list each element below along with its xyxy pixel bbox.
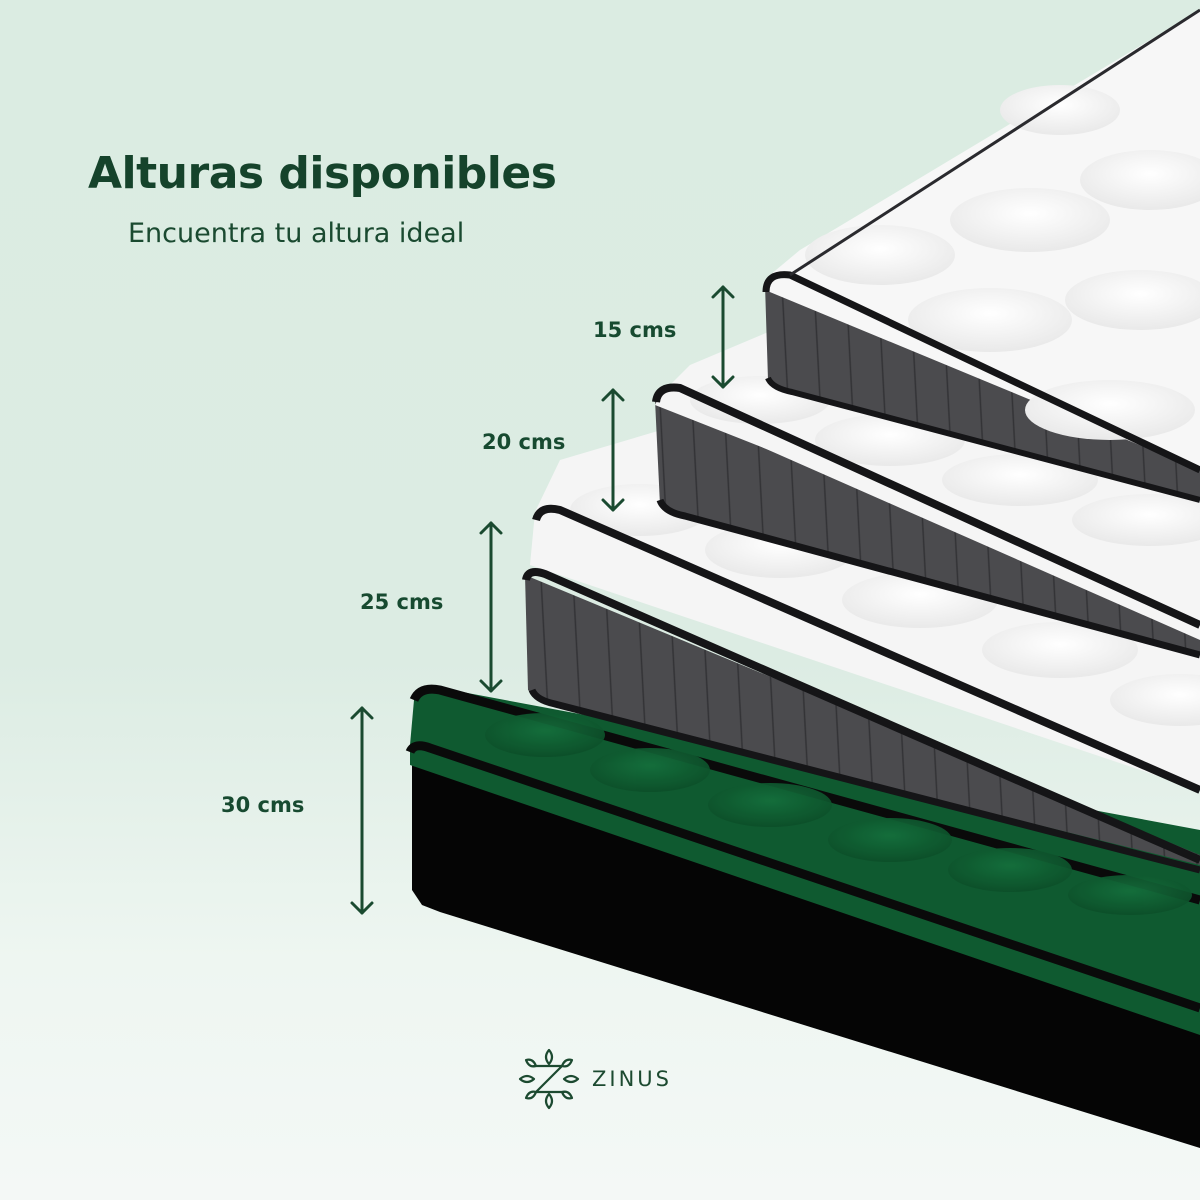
mattress-15cm [762,8,1200,503]
height-label-20: 20 cms [482,430,566,454]
page-title: Alturas disponibles [88,148,557,199]
brand-logo: ZINUS [516,1046,672,1112]
zinus-leaf-logo-icon [518,1048,580,1110]
arrow-15cm-icon [711,285,735,389]
arrow-20cm-icon [601,388,625,512]
height-label-30: 30 cms [221,793,305,817]
mattress-30cm [405,684,1200,1148]
arrow-25cm-icon [479,521,503,693]
brand-name: ZINUS [592,1067,672,1091]
page-subtitle: Encuentra tu altura ideal [128,218,465,249]
height-label-25: 25 cms [360,590,444,614]
height-label-15: 15 cms [593,318,677,342]
arrow-30cm-icon [350,706,374,915]
